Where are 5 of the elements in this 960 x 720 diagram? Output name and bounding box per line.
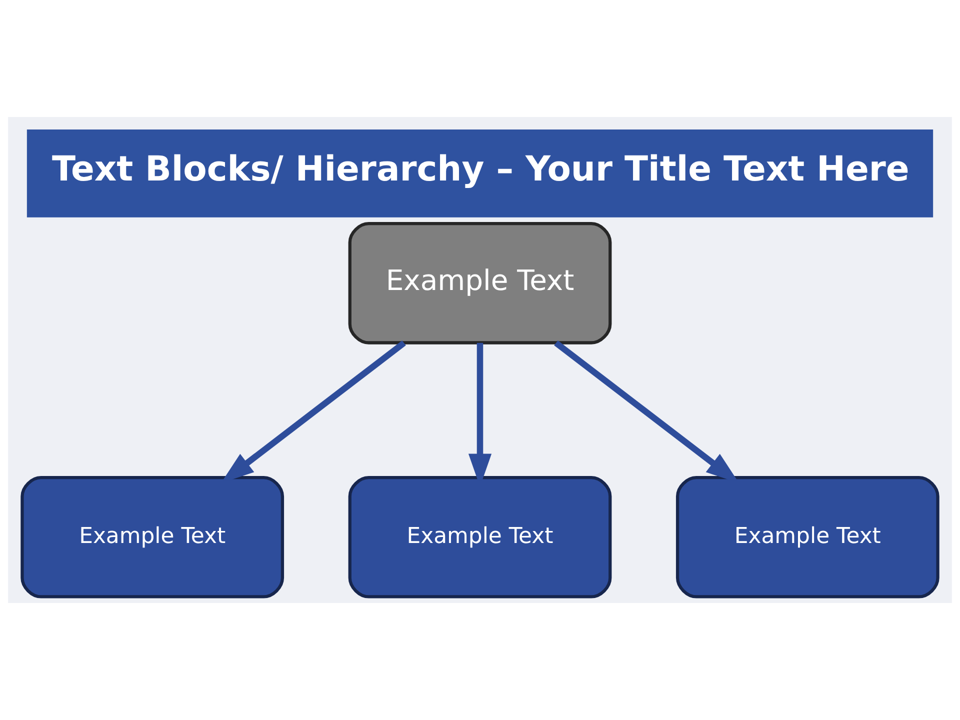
- node-box: Example Text: [348, 222, 612, 344]
- node-box: Example Text: [348, 476, 612, 598]
- node-box: Example Text: [676, 476, 940, 598]
- diagram-title: Text Blocks/ Hierarchy – Your Title Text Here: [52, 150, 910, 190]
- node-box: Example Text: [20, 476, 284, 598]
